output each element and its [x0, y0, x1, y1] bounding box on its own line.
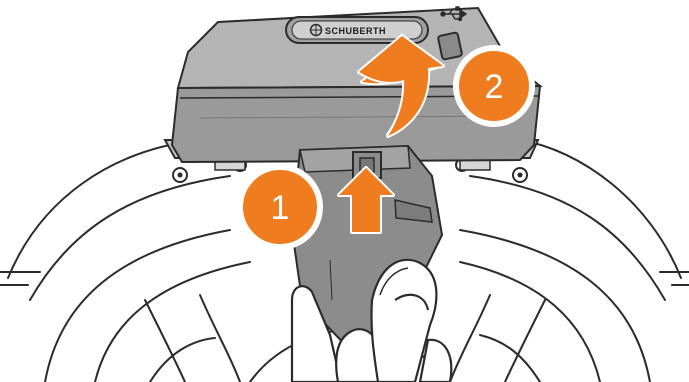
screw-left: [173, 168, 187, 182]
screw-right: [513, 168, 527, 182]
step-badge-1: 1: [240, 167, 320, 247]
step-number-1: 1: [271, 189, 290, 227]
step-badge-2: 2: [456, 48, 532, 124]
step-number-2: 2: [485, 68, 504, 106]
usb-port: [438, 32, 463, 60]
brand-label: SCHUBERTH: [325, 26, 386, 36]
